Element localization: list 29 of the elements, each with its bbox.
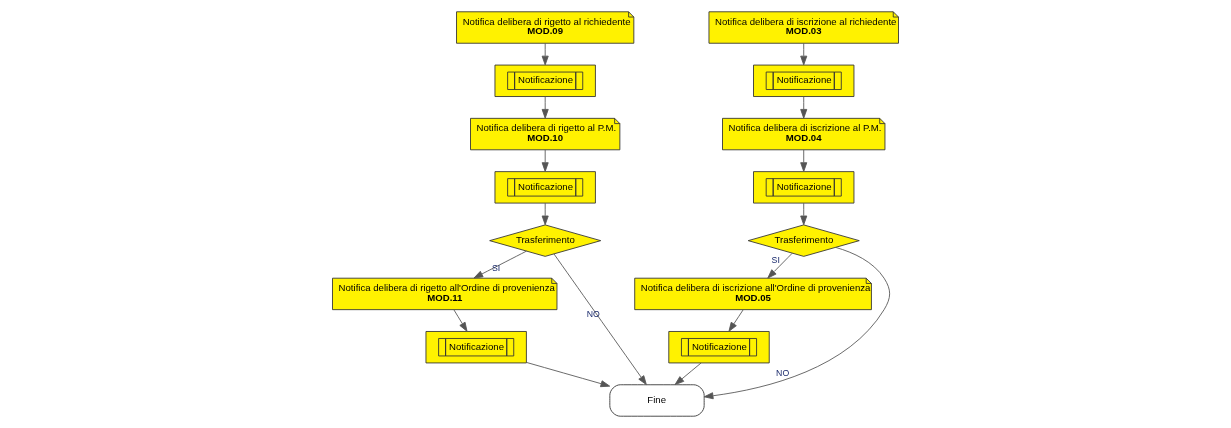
node-box: Notificazione	[494, 171, 596, 204]
arrow	[728, 309, 744, 332]
arrow	[800, 42, 808, 66]
edge-label: NO	[586, 308, 600, 319]
edge-label: SI	[491, 263, 501, 274]
arrow	[767, 252, 793, 279]
node-box: Notificazione	[425, 331, 527, 364]
node-box: Notificazione	[668, 331, 770, 364]
edge-label: NO	[776, 367, 790, 378]
arrow	[800, 96, 808, 119]
node-diamond: Trasferimento	[747, 224, 860, 257]
arrow	[541, 42, 549, 66]
arrow	[800, 202, 808, 226]
arrow	[674, 362, 702, 385]
arrow	[703, 247, 891, 400]
node-box: Fine	[609, 384, 705, 417]
node-diamond: Trasferimento	[489, 224, 602, 257]
arrow	[473, 250, 527, 279]
node-box: Notificazione	[753, 64, 855, 97]
arrow	[553, 253, 647, 385]
arrow	[453, 309, 468, 332]
arrow	[800, 149, 808, 172]
arrow	[541, 96, 549, 119]
arrow	[541, 149, 549, 172]
node-box: Notificazione	[753, 171, 855, 204]
arrow	[526, 362, 611, 388]
node-box: Notificazione	[494, 64, 596, 97]
edge-label: SI	[771, 254, 780, 265]
arrow	[541, 202, 549, 226]
